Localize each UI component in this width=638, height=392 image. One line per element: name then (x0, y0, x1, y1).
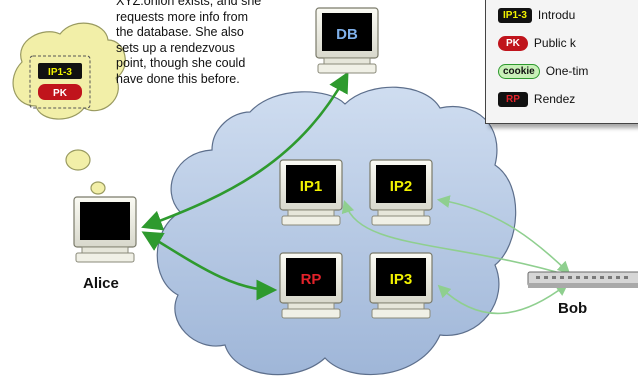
legend-rp-badge: RP (498, 91, 528, 107)
db-label: DB (336, 26, 358, 43)
legend-cookie-badge: cookie (498, 63, 540, 79)
tor-network-cloud (156, 86, 517, 376)
legend-item-label: Rendez (533, 92, 576, 106)
bob-ip3-arrow (437, 283, 569, 315)
rp-computer: RP (279, 252, 343, 319)
db-computer: DB (315, 7, 379, 74)
thought-ip-badge: IP1-3 (48, 67, 72, 78)
legend-item-pk: PK Public k (498, 33, 576, 53)
bob-router (527, 271, 638, 288)
legend-box: IP1-3 Introdu PK Public k cookie One-tim… (485, 0, 638, 124)
caption-line: XYZ.onion exists, and she (116, 0, 262, 8)
legend-item-rp: RP Rendez (498, 89, 575, 109)
caption-line: requests more info from (116, 9, 248, 24)
ip1-label: IP1 (300, 178, 323, 195)
caption-line: sets up a rendezvous (116, 40, 235, 55)
alice-rp-arrow (141, 231, 278, 301)
ip3-computer: IP3 (369, 252, 433, 319)
alice-thought-bubble: IP1-3 PK (12, 22, 126, 195)
caption-line: point, though she could (116, 56, 246, 70)
bob-ip1-arrow (341, 199, 574, 280)
legend-item-label: One-tim (545, 64, 589, 78)
rp-label: RP (301, 271, 322, 288)
step-caption: XYZ.onion exists, and she requests more … (116, 0, 306, 87)
alice-label: Alice (83, 275, 119, 292)
legend-item-cookie: cookie One-tim (498, 61, 588, 81)
ip2-label: IP2 (390, 178, 413, 195)
caption-line: have done this before. (116, 71, 240, 86)
legend-item-label: Introdu (537, 8, 576, 22)
alice-computer (73, 196, 137, 263)
legend-item-intro: IP1-3 Introdu (498, 5, 575, 25)
legend-pk-badge: PK (498, 35, 528, 51)
legend-item-label: Public k (533, 36, 576, 50)
ip1-computer: IP1 (279, 159, 343, 226)
bob-label: Bob (558, 300, 588, 317)
caption-line: the database. She also (116, 25, 244, 39)
ip3-label: IP3 (390, 271, 413, 288)
thought-pk-badge: PK (53, 88, 68, 99)
ip2-computer: IP2 (369, 159, 433, 226)
alice-db-arrow (141, 71, 349, 231)
legend-ip-badge: IP1-3 (498, 7, 532, 23)
